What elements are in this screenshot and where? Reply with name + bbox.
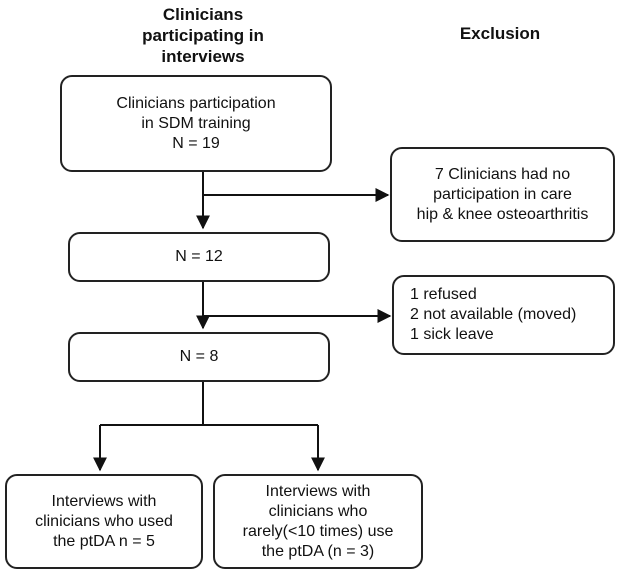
exclusion-box-2: 1 refused 2 not available (moved) 1 sick… <box>392 275 615 355</box>
participants-header: Clinicians participating in interviews <box>108 4 298 67</box>
exclusion-box-1-line-2: participation in care <box>433 185 572 203</box>
exclusion-box-1-line-3: hip & knee osteoarthritis <box>416 205 589 223</box>
rarely-box-line-3: rarely(<10 times) use <box>242 522 394 540</box>
mid-box: N = 12 <box>68 232 330 282</box>
participants-header-line-1: Clinicians <box>162 5 244 24</box>
start-box-line-1: Clinicians participation <box>116 94 276 112</box>
final-box-label: N = 8 <box>179 348 219 365</box>
rarely-box-line-2: clinicians who <box>268 502 368 520</box>
used-box-line-1: Interviews with <box>51 492 157 510</box>
used-box-line-3: the ptDA n = 5 <box>53 532 155 550</box>
start-box: Clinicians participation in SDM training… <box>60 75 332 172</box>
mid-box-label: N = 12 <box>175 248 223 265</box>
start-box-line-3: N = 19 <box>172 134 220 152</box>
exclusion-box-1-line-1: 7 Clinicians had no <box>434 165 571 183</box>
exclusion-box-2-line-1: 1 refused <box>410 286 477 303</box>
used-box-line-2: clinicians who used <box>35 512 173 530</box>
used-box: Interviews with clinicians who used the … <box>5 474 203 569</box>
rarely-box-line-4: the ptDA (n = 3) <box>261 542 375 560</box>
participants-header-line-3: interviews <box>161 47 245 66</box>
exclusion-box-1: 7 Clinicians had no participation in car… <box>390 147 615 242</box>
exclusion-box-2-line-3: 1 sick leave <box>410 326 494 343</box>
rarely-box-line-1: Interviews with <box>265 482 371 500</box>
final-box: N = 8 <box>68 332 330 382</box>
rarely-box: Interviews with clinicians who rarely(<1… <box>213 474 423 569</box>
start-box-line-2: in SDM training <box>141 114 251 132</box>
exclusion-box-2-line-2: 2 not available (moved) <box>410 306 577 323</box>
participants-header-line-2: participating in <box>142 26 264 45</box>
exclusion-header: Exclusion <box>459 24 541 43</box>
